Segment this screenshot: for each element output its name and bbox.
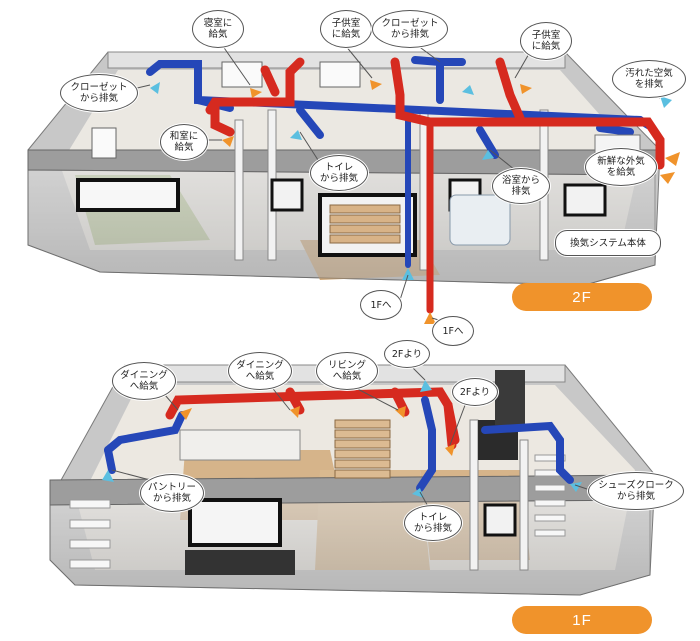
callout-kids-room-supply-2: 子供室 に給気 [520,22,572,60]
window [76,178,180,212]
callout-toilet-exhaust-1f: トイレ から排気 [404,505,462,541]
callout-ventilation-unit: 換気システム本体 [555,230,661,256]
doorway [495,370,525,425]
floor-badge-2f: 2F [512,283,652,311]
kitchen-base [185,550,295,575]
callout-closet-exhaust-mid: クローゼット から排気 [372,10,448,48]
exhaust-arrows-1f [102,380,582,498]
staircase [329,204,401,244]
callout-washitsu-supply: 和室に 給気 [160,124,208,160]
exhaust-duct-1f [104,396,574,492]
callout-fresh-air-supply: 新鮮な外気 を給気 [585,148,657,186]
callout-dirty-air-exhaust: 汚れた空気 を排気 [612,60,686,98]
bathtub [449,194,511,246]
staircase [334,419,391,479]
callout-living-supply: リビング へ給気 [316,352,378,390]
callout-from-2f-a: 2Fより [384,340,430,368]
callout-closet-exhaust-left: クローゼット から排気 [60,74,138,112]
supply-arrows-1f [180,406,455,456]
supply-arrows-2f [222,80,680,184]
floor-badge-1f: 1F [512,606,652,634]
callout-toilet-exhaust-2f: トイレ から排気 [310,155,368,191]
window [188,498,282,547]
down-arrow [424,312,436,324]
callout-shoe-closet-exhaust: シューズクローク から排気 [588,472,684,510]
exhaust-arrows-2f [150,82,672,280]
callout-to-1f-a: 1Fへ [360,290,402,320]
callout-bath-exhaust: 浴室から 排気 [492,168,550,204]
callout-bedroom-supply: 寝室に 給気 [192,10,244,48]
callout-kids-room-supply-1: 子供室 に給気 [320,10,372,48]
kitchen-counter [179,429,301,461]
pantry-shelves [69,499,111,569]
supply-duct-2f [205,57,665,314]
callout-pantry-exhaust: パントリー から排気 [140,474,204,512]
callout-from-2f-b: 2Fより [452,378,498,406]
callout-dining-supply-2: ダイニング へ給気 [228,352,292,390]
callout-to-1f-b: 1Fへ [432,316,474,346]
callout-dining-supply-1: ダイニング へ給気 [112,362,176,400]
